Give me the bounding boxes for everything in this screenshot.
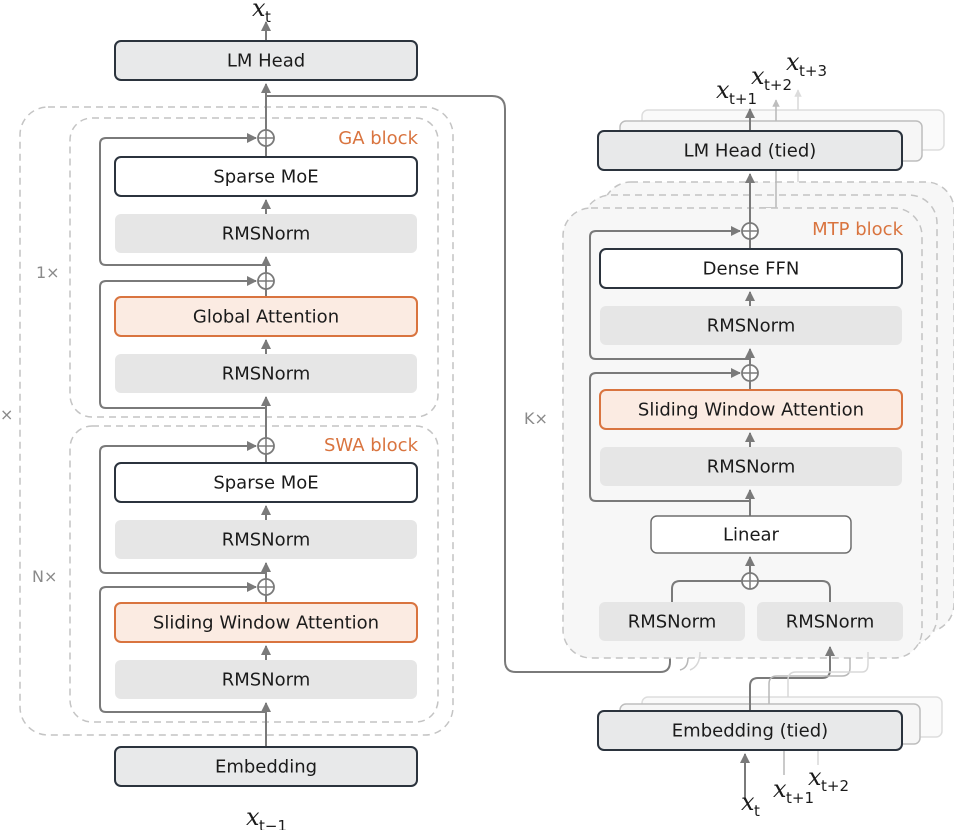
svg-text:LM Head (tied): LM Head (tied)	[684, 141, 817, 162]
swa-multiplier: N×	[32, 567, 57, 586]
svg-text:x: x	[808, 763, 822, 791]
svg-text:x: x	[246, 803, 260, 830]
mtp-rmsnorm-2: RMSNorm	[600, 306, 902, 345]
svg-text:Embedding: Embedding	[215, 757, 317, 778]
svg-text:RMSNorm: RMSNorm	[222, 364, 311, 385]
ga-rmsnorm-2: RMSNorm	[115, 214, 417, 253]
svg-text:Sparse MoE: Sparse MoE	[213, 473, 318, 494]
dense-ffn-box: Dense FFN	[599, 248, 903, 289]
svg-text:x: x	[252, 0, 266, 22]
mtp-sliding-window-attention-box: Sliding Window Attention	[599, 389, 903, 430]
mtp-block-title: MTP block	[812, 219, 903, 240]
plus-icon	[257, 437, 275, 455]
outer-repeat-box	[19, 106, 454, 736]
svg-text:RMSNorm: RMSNorm	[222, 670, 311, 691]
plus-icon	[257, 129, 275, 147]
svg-text:RMSNorm: RMSNorm	[707, 457, 796, 478]
mtp-multiplier: K×	[524, 409, 548, 428]
global-attention-box: Global Attention	[114, 296, 418, 337]
mtp-module: MTP block K× LM Head (tied) Dense FFN RM…	[524, 48, 954, 820]
ga-sparse-moe-box: Sparse MoE	[114, 156, 418, 197]
embedding-box: Embedding	[114, 746, 418, 787]
svg-text:Embedding (tied): Embedding (tied)	[672, 721, 828, 742]
lm-head-tied-box: LM Head (tied)	[597, 130, 903, 171]
svg-text:Sliding Window Attention: Sliding Window Attention	[153, 613, 379, 634]
svg-text:t: t	[754, 802, 760, 820]
svg-text:t: t	[265, 8, 271, 26]
ga-block-box	[69, 117, 439, 418]
embedding-tied-box: Embedding (tied)	[597, 710, 903, 751]
plus-icon	[257, 272, 275, 290]
svg-text:t+1: t+1	[729, 90, 757, 108]
svg-text:t−1: t−1	[259, 817, 287, 830]
swa-sparse-moe-box: Sparse MoE	[114, 462, 418, 503]
linear-box: Linear	[650, 515, 852, 554]
svg-text:RMSNorm: RMSNorm	[707, 316, 796, 337]
plus-icon	[741, 222, 759, 240]
svg-text:Global Attention: Global Attention	[193, 307, 339, 328]
svg-text:x: x	[786, 48, 800, 76]
plus-icon	[741, 364, 759, 382]
swa-rmsnorm-2: RMSNorm	[115, 520, 417, 559]
plus-icon	[257, 578, 275, 596]
plus-icon	[741, 572, 759, 590]
swa-block-box	[69, 425, 439, 723]
mtp-rmsnorm-embedding: RMSNorm	[757, 602, 903, 641]
svg-text:x: x	[741, 788, 755, 816]
main-model: × GA block 1× SWA block N× LM Head	[0, 0, 675, 830]
sliding-window-attention-box: Sliding Window Attention	[114, 602, 418, 643]
svg-text:Sparse MoE: Sparse MoE	[213, 167, 318, 188]
svg-text:Dense FFN: Dense FFN	[703, 259, 800, 280]
svg-text:Linear: Linear	[723, 525, 780, 546]
svg-text:t+2: t+2	[821, 777, 849, 795]
mtp-rmsnorm-1: RMSNorm	[600, 447, 902, 486]
svg-text:x: x	[716, 76, 730, 104]
swa-rmsnorm-1: RMSNorm	[115, 660, 417, 699]
svg-text:t+3: t+3	[799, 62, 827, 80]
svg-text:RMSNorm: RMSNorm	[222, 224, 311, 245]
svg-text:Sliding Window Attention: Sliding Window Attention	[638, 400, 864, 421]
ga-block-title: GA block	[338, 128, 418, 149]
mtp-rmsnorm-hidden: RMSNorm	[599, 602, 745, 641]
ga-multiplier: 1×	[36, 263, 60, 282]
swa-block-title: SWA block	[324, 435, 419, 456]
svg-text:RMSNorm: RMSNorm	[222, 530, 311, 551]
svg-text:x: x	[751, 62, 765, 90]
svg-text:t+1: t+1	[786, 789, 814, 807]
svg-text:RMSNorm: RMSNorm	[628, 612, 717, 633]
outer-multiplier: ×	[0, 405, 13, 424]
lm-head-box: LM Head	[114, 40, 418, 81]
svg-text:t+2: t+2	[764, 76, 792, 94]
svg-text:RMSNorm: RMSNorm	[786, 612, 875, 633]
svg-text:x: x	[773, 775, 787, 803]
svg-text:LM Head: LM Head	[227, 51, 305, 72]
ga-rmsnorm-1: RMSNorm	[115, 354, 417, 393]
